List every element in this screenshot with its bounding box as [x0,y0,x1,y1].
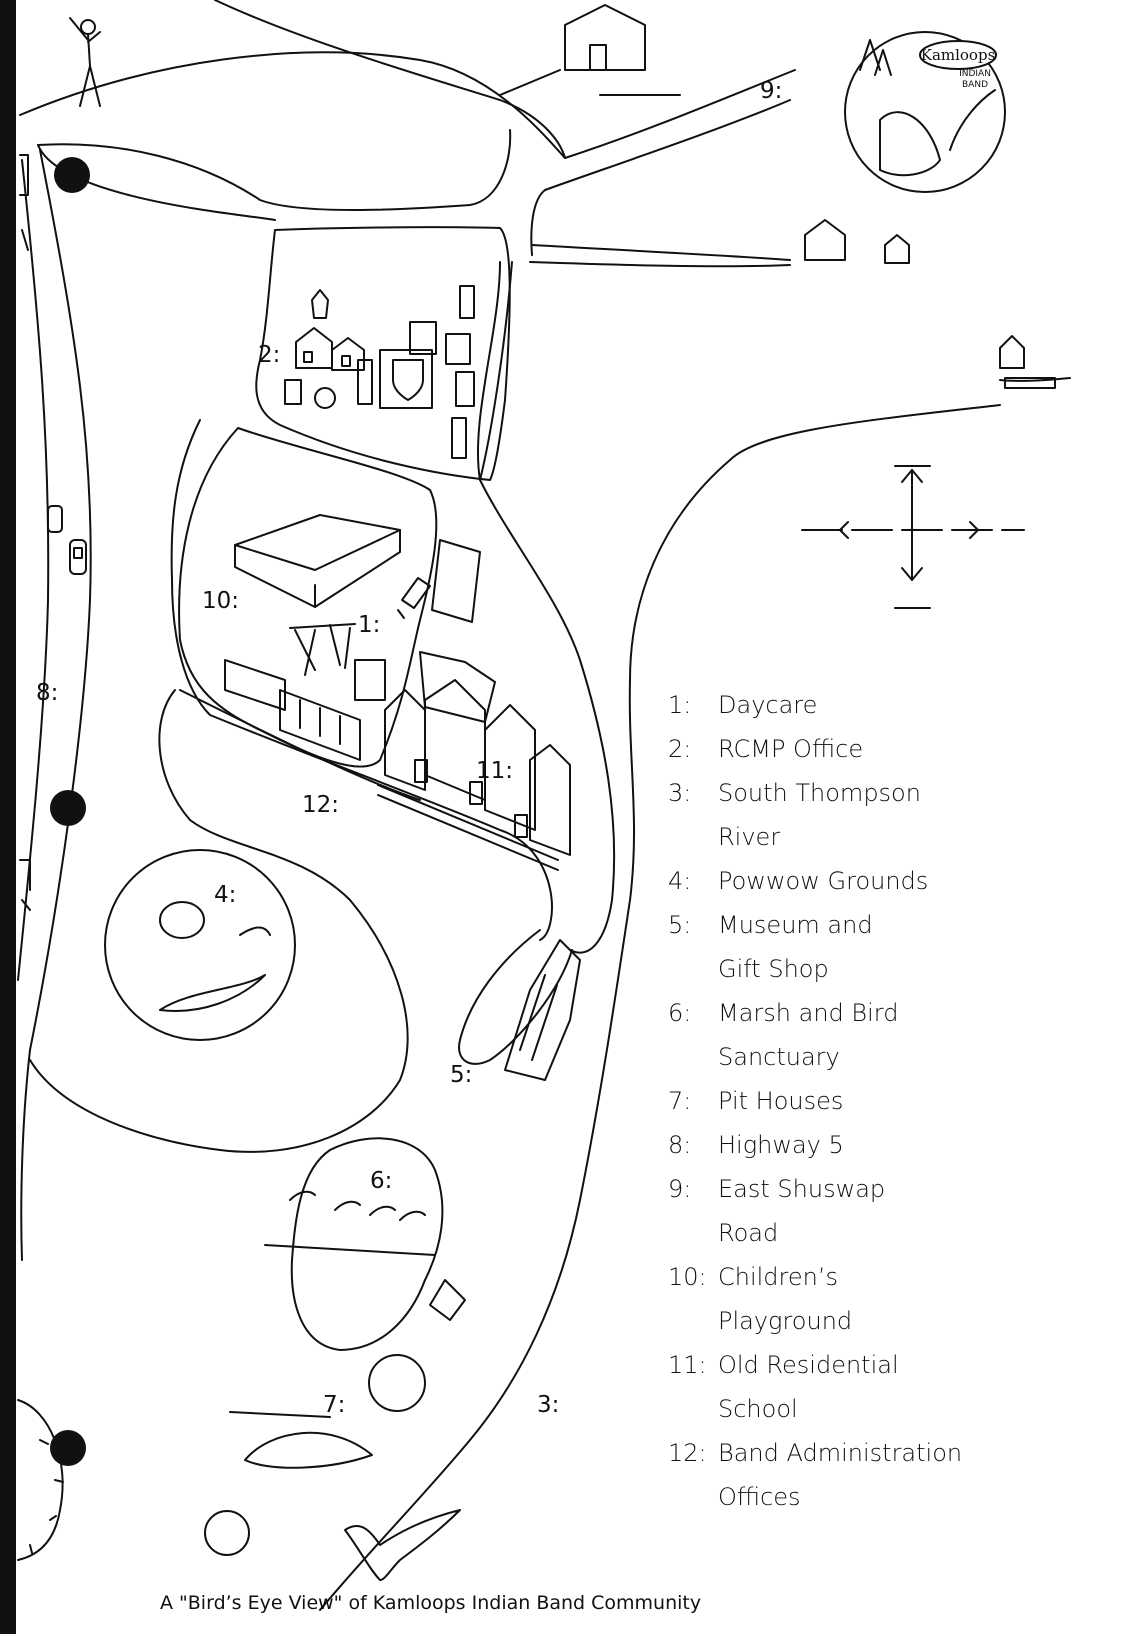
legend-text: School [718,1395,798,1423]
punch-hole [50,790,86,826]
legend-row: School [668,1387,1098,1431]
legend-text: Marsh and Bird [718,999,899,1027]
legend-text: South Thompson [718,779,921,807]
legend-number: 1: [668,691,692,719]
legend-number [668,1211,718,1255]
marsh-area [264,1137,466,1412]
legend-text: RCMP Office [718,735,864,763]
legend-text: Offices [718,1483,801,1511]
punch-hole [50,1430,86,1466]
legend-row: 12: Band Administration [668,1431,1098,1475]
legend-row: 11: Old Residential [668,1343,1098,1387]
east-houses [804,219,1056,389]
map-label-3: 3: [537,1392,560,1418]
map-label-6: 6: [370,1168,393,1194]
cabin-drawing [499,4,681,96]
legend-row: 2: RCMP Office [668,727,1098,771]
playground-block [178,427,438,768]
legend-number [668,1387,718,1431]
map-label-11: 11: [476,758,514,784]
powwow-grounds [104,849,296,1041]
logo-text-band: BAND [962,80,988,90]
legend-row: 7: Pit Houses [668,1079,1098,1123]
map-label-7: 7: [323,1392,346,1418]
top-roads [19,0,796,268]
compass [801,465,1025,609]
legend-number: 2: [668,735,692,763]
legend-number [668,1035,718,1079]
legend-text: Children’s [718,1263,838,1291]
legend-row: 3: South Thompson [668,771,1098,815]
legend-text: Road [718,1219,779,1247]
map-label-4: 4: [214,882,237,908]
legend-row: Sanctuary [668,1035,1098,1079]
legend-row: Offices [668,1475,1098,1519]
legend-row: Road [668,1211,1098,1255]
logo-text-kamloops: Kamloops [921,46,996,64]
kamloops-logo [844,31,1006,193]
legend-number: 11: [668,1351,707,1379]
legend-number: 3: [668,779,692,807]
legend-number: 6: [668,999,692,1027]
legend-text: Band Administration [718,1439,963,1467]
map-label-5: 5: [450,1062,473,1088]
legend-row: 1: Daycare [668,683,1098,727]
map-label-1: 1: [358,612,381,638]
legend-number: 5: [668,911,692,939]
legend-number: 12: [668,1439,707,1467]
museum-building [504,939,581,1081]
legend-number: 10: [668,1263,707,1291]
rcmp-block [255,226,511,481]
legend-text: Old Residential [718,1351,899,1379]
main-roads [29,261,616,1153]
legend-text: Gift Shop [718,955,829,983]
legend-row: Playground [668,1299,1098,1343]
map-caption: A "Bird’s Eye View" of Kamloops Indian B… [160,1592,702,1614]
legend-text: Highway 5 [718,1131,844,1159]
map-label-9: 9: [760,78,783,104]
legend-number: 8: [668,1131,692,1159]
legend-row: 4: Powwow Grounds [668,859,1098,903]
legend-row: 10: Children’s [668,1255,1098,1299]
legend-number [668,1475,718,1519]
legend-row: 8: Highway 5 [668,1123,1098,1167]
legend-text: Powwow Grounds [718,867,929,895]
golfer-drawing [69,17,101,107]
clock-drawing [17,1399,64,1561]
map-label-2: 2: [258,342,281,368]
legend-row: 9: East Shuswap [668,1167,1098,1211]
scan-edge [0,0,16,1634]
map-label-8: 8: [36,680,59,706]
legend-number: 9: [668,1175,692,1203]
pit-houses [204,1411,373,1556]
logo-text-indian: INDIAN [959,69,991,79]
legend-number [668,1299,718,1343]
legend-number: 4: [668,867,692,895]
legend-text: Museum and [718,911,873,939]
legend-number [668,815,718,859]
map-label-10: 10: [202,588,240,614]
legend-text: River [718,823,781,851]
legend-row: 6: Marsh and Bird [668,991,1098,1035]
residential-school [377,539,571,871]
legend-text: Daycare [718,691,818,719]
legend-text: Playground [718,1307,853,1335]
highway-5 [17,149,92,1261]
legend-row: River [668,815,1098,859]
legend-number: 7: [668,1087,692,1115]
map-label-12: 12: [302,792,340,818]
legend-text: Sanctuary [718,1043,840,1071]
legend-text: Pit Houses [718,1087,844,1115]
legend-text: East Shuswap [718,1175,886,1203]
legend-row: Gift Shop [668,947,1098,991]
eagle-drawing [344,1509,461,1581]
legend-row: 5: Museum and [668,903,1098,947]
legend-number [668,947,718,991]
